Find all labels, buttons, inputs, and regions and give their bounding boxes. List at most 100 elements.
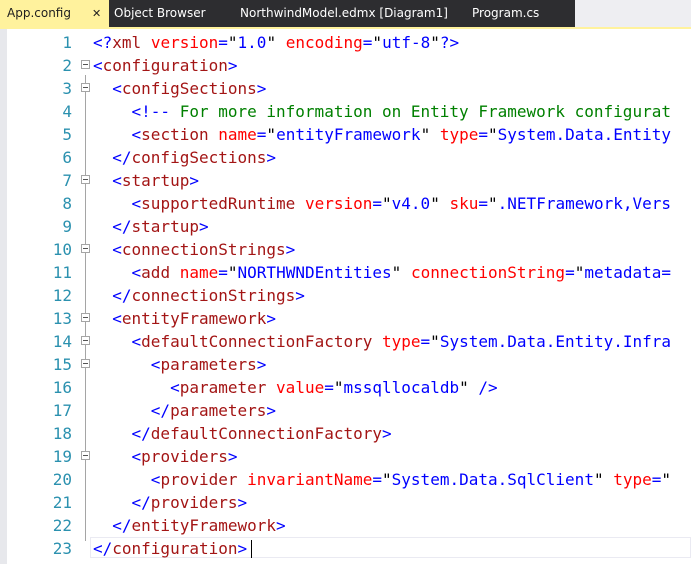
code-text: <supportedRuntime version="v4.0" sku=".N…	[93, 192, 672, 215]
code-token: configSections	[131, 148, 267, 167]
code-line[interactable]: 18 </defaultConnectionFactory>	[0, 422, 691, 445]
code-text: </entityFramework>	[93, 514, 285, 537]
tab-app-config[interactable]: App.config ✕	[0, 0, 109, 27]
code-token: >	[237, 539, 248, 558]
collapse-icon[interactable]	[81, 83, 90, 92]
tab-object-browser-label: Object Browser	[114, 6, 206, 20]
code-token: "	[430, 332, 440, 351]
collapse-icon[interactable]	[81, 336, 90, 345]
code-token	[93, 286, 112, 305]
active-tab-underline	[0, 27, 691, 29]
code-token	[93, 79, 112, 98]
code-token: type	[439, 125, 479, 144]
code-text: </defaultConnectionFactory>	[93, 422, 392, 445]
code-line[interactable]: 12 </connectionStrings>	[0, 284, 691, 307]
code-token	[372, 332, 382, 351]
code-token: name	[218, 125, 257, 144]
code-line[interactable]: 17 </parameters>	[0, 399, 691, 422]
line-number: 3	[62, 79, 72, 98]
collapse-icon[interactable]	[81, 313, 90, 322]
code-token: >	[295, 286, 305, 305]
code-line[interactable]: 2<configuration>	[0, 54, 691, 77]
line-number: 5	[62, 125, 72, 144]
collapse-icon[interactable]	[81, 359, 90, 368]
code-token: "	[372, 33, 383, 52]
code-token: add	[141, 263, 171, 282]
code-token: name	[179, 263, 219, 282]
code-token: "	[459, 378, 469, 397]
code-line[interactable]: 23 </configuration>	[0, 537, 691, 560]
code-editor[interactable]: 1<?xml version="1.0" encoding="utf-8"?>2…	[0, 29, 691, 564]
close-icon[interactable]: ✕	[92, 7, 102, 20]
code-line[interactable]: 6 </configSections>	[0, 146, 691, 169]
code-token	[93, 401, 151, 420]
code-token: v4.0	[391, 194, 431, 213]
code-line[interactable]: 4 <!-- For more information on Entity Fr…	[0, 100, 691, 123]
code-line[interactable]: 19 <providers>	[0, 445, 691, 468]
code-token: <	[131, 125, 142, 144]
code-token: <	[131, 332, 142, 351]
code-line[interactable]: 20 <provider invariantName="System.Data.…	[0, 468, 691, 491]
code-line[interactable]: 11 <add name="NORTHWNDEntities" connecti…	[0, 261, 691, 284]
code-line[interactable]: 5 <section name="entityFramework" type="…	[0, 123, 691, 146]
code-token: startup	[131, 217, 199, 236]
code-token: .NETFramework,Vers	[497, 194, 672, 213]
code-line[interactable]: 14 <defaultConnectionFactory type="Syste…	[0, 330, 691, 353]
code-token	[93, 447, 132, 466]
code-line[interactable]: 21 </providers>	[0, 491, 691, 514]
collapse-icon[interactable]	[81, 244, 90, 253]
code-token: </	[112, 286, 132, 305]
code-token: metadata=	[584, 263, 672, 282]
code-token: =	[478, 125, 489, 144]
code-text: </providers>	[93, 491, 248, 514]
code-token: =	[372, 470, 383, 489]
code-token: "	[661, 470, 672, 489]
code-token: "	[227, 33, 238, 52]
code-token: "	[430, 194, 440, 213]
code-line[interactable]: 7 <startup>	[0, 169, 691, 192]
collapse-icon[interactable]	[81, 175, 90, 184]
code-token: =	[218, 33, 228, 52]
tab-object-browser[interactable]: Object Browser	[114, 0, 206, 27]
code-token	[93, 424, 132, 443]
line-number: 13	[52, 309, 72, 328]
tab-northwind-diagram[interactable]: NorthwindModel.edmx [Diagram1]	[240, 0, 448, 27]
code-token: "	[488, 125, 498, 144]
code-line[interactable]: 10 <connectionStrings>	[0, 238, 691, 261]
code-line[interactable]: 13 <entityFramework>	[0, 307, 691, 330]
line-number: 21	[52, 493, 72, 512]
code-text: <connectionStrings>	[93, 238, 295, 261]
code-line[interactable]: 16 <parameter value="mssqllocaldb" />	[0, 376, 691, 399]
code-token: "	[593, 470, 604, 489]
code-token	[295, 194, 305, 213]
code-token: xml	[112, 33, 142, 52]
line-number: 20	[52, 470, 72, 489]
code-token	[93, 194, 132, 213]
line-number: 23	[52, 539, 72, 558]
code-token: value	[276, 378, 325, 397]
code-token: >	[256, 355, 267, 374]
code-text: </connectionStrings>	[93, 284, 305, 307]
code-line[interactable]: 8 <supportedRuntime version="v4.0" sku="…	[0, 192, 691, 215]
tab-program-cs[interactable]: Program.cs	[472, 0, 539, 27]
collapse-icon[interactable]	[81, 60, 90, 69]
code-text: <defaultConnectionFactory type="System.D…	[93, 330, 671, 353]
code-token: "	[227, 263, 238, 282]
code-token	[141, 33, 151, 52]
code-text: <add name="NORTHWNDEntities" connectionS…	[93, 261, 672, 284]
code-line[interactable]: 1<?xml version="1.0" encoding="utf-8"?>	[0, 31, 691, 54]
code-token: <	[150, 355, 161, 374]
code-text: </configuration>	[93, 537, 247, 560]
line-number: 10	[52, 240, 72, 259]
code-token: sku	[449, 194, 479, 213]
code-token	[93, 470, 151, 489]
code-line[interactable]: 9 </startup>	[0, 215, 691, 238]
collapse-icon[interactable]	[81, 451, 90, 460]
code-token	[93, 378, 170, 397]
code-text: <section name="entityFramework" type="Sy…	[93, 123, 672, 146]
code-line[interactable]: 3 <configSections>	[0, 77, 691, 100]
line-number: 14	[52, 332, 72, 351]
code-token: >	[285, 240, 296, 259]
code-line[interactable]: 22 </entityFramework>	[0, 514, 691, 537]
code-line[interactable]: 15 <parameters>	[0, 353, 691, 376]
